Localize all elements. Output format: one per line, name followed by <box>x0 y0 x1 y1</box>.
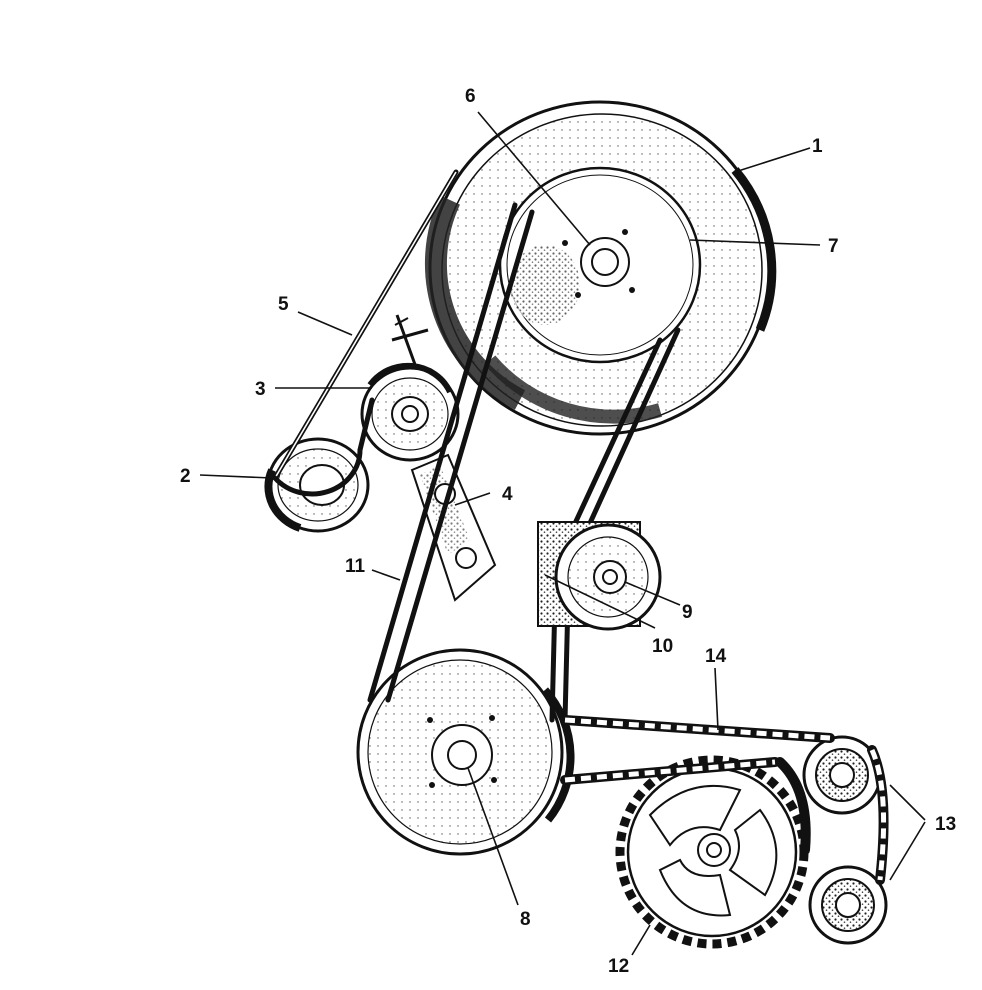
leader-lines <box>199 111 926 956</box>
tension-idler <box>554 523 662 631</box>
callout-14: 14 <box>705 646 727 667</box>
chain-idler-upper <box>802 735 882 815</box>
chain-idler-lower <box>808 865 888 945</box>
callout-5: 5 <box>278 294 289 315</box>
drive-chain <box>560 715 889 885</box>
callout-7: 7 <box>828 236 839 257</box>
callout-2: 2 <box>180 466 191 487</box>
driven-pulley <box>356 648 575 856</box>
inner-pulley <box>498 166 702 364</box>
callout-4: 4 <box>502 484 513 505</box>
callout-11: 11 <box>345 556 366 577</box>
idler-pulley <box>360 362 460 462</box>
callout-12: 12 <box>608 956 629 977</box>
callout-8: 8 <box>520 909 531 930</box>
callout-9: 9 <box>682 602 693 623</box>
callout-10: 10 <box>652 636 673 657</box>
small-pulley <box>264 437 370 533</box>
callout-labels: 1 2 3 4 5 6 7 8 9 10 11 12 13 14 <box>180 86 956 977</box>
callout-1: 1 <box>812 136 823 157</box>
belt-upper <box>272 169 459 497</box>
callout-13: 13 <box>935 814 956 835</box>
callout-3: 3 <box>255 379 266 400</box>
callout-6: 6 <box>465 86 476 107</box>
sprocket <box>615 755 809 949</box>
